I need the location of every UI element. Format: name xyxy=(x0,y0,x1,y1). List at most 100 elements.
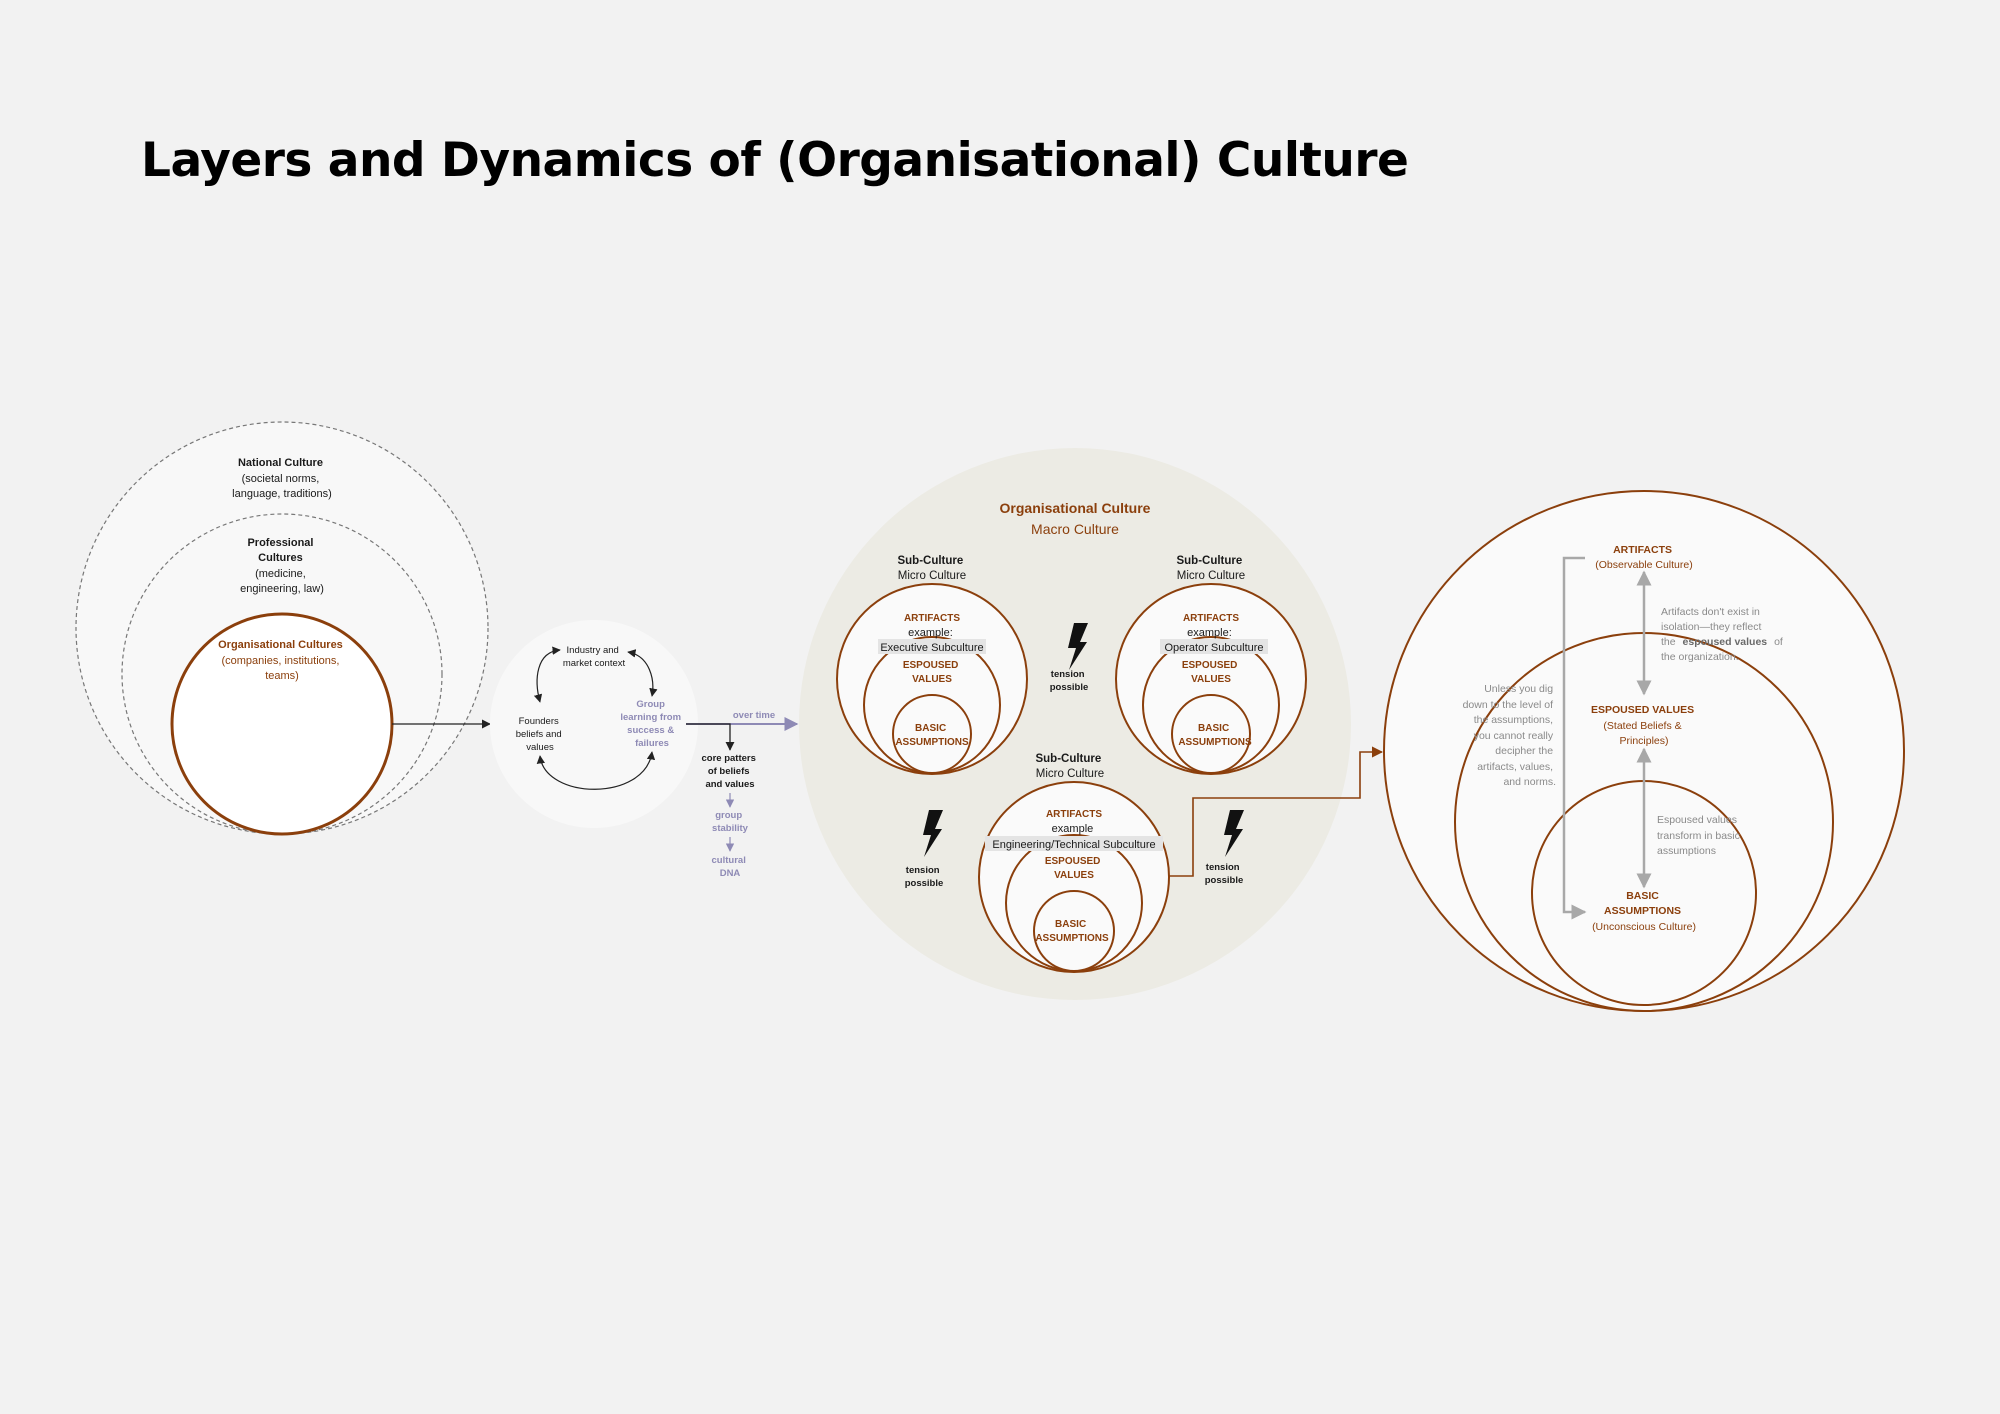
engineering-example-highlight xyxy=(985,836,1163,851)
professional-cultures-title-2: Cultures xyxy=(258,552,303,564)
operator-espoused-label-2: VALUES xyxy=(1191,674,1231,685)
svg-text:BASIC ASSUMPTIONS: BASIC ASSUMPTIONS xyxy=(895,723,969,748)
engineering-artifacts-label: ARTIFACTS xyxy=(1046,809,1102,820)
cycle-arrow-industry-founders xyxy=(533,646,561,703)
svg-text:ARTIFACTS (Observable Cu: ARTIFACTS (Observable Culture) xyxy=(1595,544,1692,571)
svg-text:Industry and market cont: Industry and market context xyxy=(563,645,626,669)
group-learning-label-1: Group xyxy=(636,699,665,710)
svg-text:Unless you dig down to t: Unless you dig down to the level of the … xyxy=(1463,683,1556,788)
svg-text:example Engineering/Te: example Engineering/Technical Subculture xyxy=(992,823,1155,851)
tension-right-label-2: possible xyxy=(1205,875,1244,886)
svg-text:BASIC ASSUMPTIONS: BASIC ASSUMPTIONS xyxy=(1035,919,1109,944)
organisational-cultures-desc-1: (companies, institutions, xyxy=(221,655,339,667)
engineering-example-label: example xyxy=(1052,823,1094,835)
macro-culture-title: Organisational Culture xyxy=(1000,500,1151,516)
dig-note-2: down to the level of xyxy=(1463,699,1554,711)
macro-culture-subtitle: Macro Culture xyxy=(1031,521,1119,537)
page-title: Layers and Dynamics of (Organisational) … xyxy=(141,133,1409,188)
group-learning-label-3: success & xyxy=(627,725,674,736)
svg-text:group stability: group stability xyxy=(712,810,749,834)
culture-layers: National Culture (societal norms, langua… xyxy=(75,421,489,836)
tension-left-label-2: possible xyxy=(905,878,944,889)
dig-note-6: artifacts, values, xyxy=(1477,761,1553,773)
national-culture-desc-1: (societal norms, xyxy=(242,473,320,485)
artifacts-note-3b: espoused values xyxy=(1683,636,1768,648)
artifacts-note-4: the organization. xyxy=(1661,651,1739,663)
tension-right-label-1: tension xyxy=(1206,862,1240,873)
svg-text:Sub-Culture Micro Cult: Sub-Culture Micro Culture xyxy=(1176,555,1245,582)
svg-text:tension possible: tension possible xyxy=(1050,669,1089,693)
operator-basic-label-1: BASIC xyxy=(1198,723,1229,734)
subculture-engineering: Sub-Culture Micro Culture ARTIFACTS exam… xyxy=(978,753,1170,973)
svg-text:tension possible: tension possible xyxy=(905,865,944,889)
subculture-operator: Sub-Culture Micro Culture ARTIFACTS exam… xyxy=(1115,555,1307,775)
cultural-dna-label-2: DNA xyxy=(720,868,741,879)
svg-text:ARTIFACTS: ARTIFACTS xyxy=(904,613,960,624)
artifacts-note-2: isolation—they reflect xyxy=(1661,621,1761,633)
professional-cultures-title-1: Professional xyxy=(247,537,313,549)
svg-text:ESPOUSED VALUES: ESPOUSED VALUES xyxy=(903,660,961,685)
engineering-espoused-label-1: ESPOUSED xyxy=(1045,856,1101,867)
operator-example-highlight xyxy=(1160,639,1268,654)
svg-text:BASIC ASSUMPTIONS: BASIC ASSUMPTIONS xyxy=(1178,723,1252,748)
tension-marker-left: tension possible xyxy=(905,810,944,889)
svg-text:BASIC ASSUMPTIONS: BASIC ASSUMPTIONS (Unconscious Culture) xyxy=(1592,890,1696,933)
national-culture-title: National Culture xyxy=(238,457,323,469)
subculture-engineering-label: Sub-Culture xyxy=(1035,753,1101,765)
espoused-level-sub-1: (Stated Beliefs & xyxy=(1603,720,1681,732)
executive-example-label: example: xyxy=(908,627,953,639)
group-stability-label-1: group xyxy=(715,810,742,821)
executive-espoused-label-1: ESPOUSED xyxy=(903,660,959,671)
artifacts-level-sub: (Observable Culture) xyxy=(1595,559,1692,571)
subculture-executive-sublabel: Micro Culture xyxy=(898,570,966,582)
operator-basic-circle xyxy=(1171,694,1251,774)
executive-example-name: Executive Subculture xyxy=(880,642,983,654)
svg-text:Sub-Culture Micro Cult: Sub-Culture Micro Culture xyxy=(1035,753,1104,780)
core-patterns-label-3: and values xyxy=(705,779,754,790)
over-time-label: over time xyxy=(733,710,775,721)
operator-basic-label-2: ASSUMPTIONS xyxy=(1178,737,1252,748)
culture-levels: ARTIFACTS (Observable Culture) ESPOUSED … xyxy=(1383,490,1905,1012)
operator-espoused-label-1: ESPOUSED xyxy=(1182,660,1238,671)
svg-text:ESPOUSED VALUES (Stated: ESPOUSED VALUES (Stated Beliefs & Princi… xyxy=(1591,704,1697,747)
espoused-level-title: ESPOUSED VALUES xyxy=(1591,704,1694,716)
cultural-dna-label-1: cultural xyxy=(712,855,746,866)
svg-text:Artifacts don't exist in: Artifacts don't exist in isolation—they … xyxy=(1661,606,1786,663)
svg-text:cultural DNA: cultural DNA xyxy=(712,855,749,879)
executive-example-highlight xyxy=(878,639,986,654)
engineering-example-name: Engineering/Technical Subculture xyxy=(992,839,1155,851)
subculture-operator-sublabel: Micro Culture xyxy=(1177,570,1245,582)
industry-label-1: Industry and xyxy=(567,645,619,656)
svg-text:tension possible: tension possible xyxy=(1205,862,1244,886)
subculture-executive: Sub-Culture Micro Culture ARTIFACTS exam… xyxy=(836,555,1028,775)
svg-text:Sub-Culture Micro Cult: Sub-Culture Micro Culture xyxy=(897,555,966,582)
svg-text:core patters of beliefs: core patters of beliefs and values xyxy=(701,753,758,790)
executive-basic-label-1: BASIC xyxy=(915,723,946,734)
macro-culture: Organisational Culture Macro Culture Sub… xyxy=(799,448,1351,1000)
artifacts-note-3a: the xyxy=(1661,636,1676,648)
svg-text:example: Operator Subc: example: Operator Subculture xyxy=(1164,627,1263,654)
tension-marker-right: tension possible xyxy=(1205,810,1244,886)
engineering-basic-circle xyxy=(1033,890,1115,972)
group-learning-label-4: failures xyxy=(635,738,669,749)
dig-note-5: decipher the xyxy=(1495,745,1553,757)
national-culture-desc-2: language, traditions) xyxy=(232,488,332,500)
engineering-espoused-label-2: VALUES xyxy=(1054,870,1094,881)
engineering-basic-label-1: BASIC xyxy=(1055,919,1086,930)
dig-down-arrow xyxy=(1562,556,1587,920)
artifacts-level-title: ARTIFACTS xyxy=(1613,544,1672,556)
core-patterns-label-2: of beliefs xyxy=(708,766,750,777)
lightning-icon xyxy=(923,810,943,857)
svg-text:Group learning from: Group learning from success & failures xyxy=(620,699,683,749)
espoused-level-sub-2: Principles) xyxy=(1619,735,1668,747)
dig-note-4: you cannot really xyxy=(1474,730,1554,742)
lightning-icon xyxy=(1068,623,1088,670)
svg-text:ESPOUSED VALUES: ESPOUSED VALUES xyxy=(1045,856,1103,881)
dig-note-3: the assumptions, xyxy=(1474,714,1553,726)
svg-text:Espoused values transfor: Espoused values transform in basic assum… xyxy=(1657,814,1743,857)
culture-formation: Industry and market context Founders bel… xyxy=(490,620,698,828)
dig-note-1: Unless you dig xyxy=(1484,683,1553,695)
svg-text:ARTIFACTS: ARTIFACTS xyxy=(1046,809,1102,820)
svg-text:ESPOUSED VALUES: ESPOUSED VALUES xyxy=(1182,660,1240,685)
founders-label-2: beliefs and xyxy=(516,729,562,740)
